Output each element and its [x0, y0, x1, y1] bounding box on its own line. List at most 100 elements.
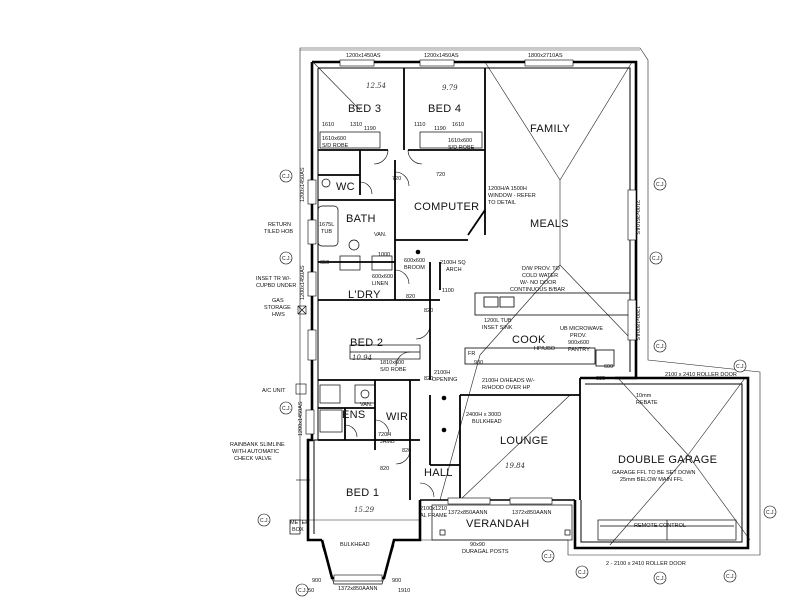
room-family: FAMILY	[530, 123, 570, 135]
svg-text:BULKHEAD: BULKHEAD	[340, 542, 370, 548]
cj-marker: C.J.	[541, 549, 555, 563]
svg-text:C.J.: C.J.	[544, 554, 553, 560]
windows	[305, 59, 637, 582]
svg-text:PROV.: PROV.	[570, 333, 587, 339]
svg-text:FR: FR	[468, 351, 475, 357]
svg-text:LINEN: LINEN	[372, 281, 388, 287]
svg-text:S/D ROBE: S/D ROBE	[380, 367, 407, 373]
robes	[319, 131, 483, 360]
svg-text:1200x1450AS: 1200x1450AS	[300, 167, 306, 202]
svg-text:900: 900	[392, 578, 401, 584]
svg-text:METER: METER	[290, 520, 309, 526]
svg-text:2400H x 300D: 2400H x 300D	[466, 412, 501, 418]
svg-text:RETURN: RETURN	[268, 222, 291, 228]
svg-text:1610x600: 1610x600	[322, 136, 346, 142]
door-swings	[344, 149, 435, 498]
cj-marker: C.J.	[295, 583, 309, 597]
room-bed3: BED 3	[348, 103, 381, 115]
roof-lines	[299, 47, 761, 556]
svg-text:900: 900	[312, 578, 321, 584]
top-dimensions: 1200x1450AS 1200x1450AS 1800x2710AS	[300, 49, 640, 59]
svg-text:S/D ROBE: S/D ROBE	[322, 143, 349, 149]
svg-text:1800x2710AS: 1800x2710AS	[528, 53, 563, 59]
svg-text:1372x850AANN: 1372x850AANN	[448, 510, 487, 516]
svg-text:HWS: HWS	[272, 312, 285, 318]
svg-text:C.J.: C.J.	[726, 574, 735, 580]
svg-text:835: 835	[596, 376, 605, 382]
svg-text:19.84: 19.84	[505, 462, 525, 470]
room-wir: WIR	[386, 411, 408, 423]
svg-text:600x600: 600x600	[372, 274, 393, 280]
bath-fixtures	[317, 178, 393, 433]
svg-text:PANTRY: PANTRY	[568, 347, 590, 353]
svg-text:1200x1450AS: 1200x1450AS	[298, 401, 304, 436]
svg-text:9.79: 9.79	[442, 84, 458, 92]
svg-text:REBATE: REBATE	[636, 400, 658, 406]
svg-text:A/C UNIT: A/C UNIT	[262, 388, 286, 394]
svg-text:2100H O/HEADS W/-: 2100H O/HEADS W/-	[482, 378, 535, 384]
svg-text:REMOTE CONTROL: REMOTE CONTROL	[634, 523, 686, 529]
cj-marker: C.J.	[649, 251, 663, 265]
svg-text:R/HOOD OVER HP: R/HOOD OVER HP	[482, 385, 531, 391]
svg-text:C.J.: C.J.	[578, 570, 587, 576]
cj-marker: C.J.	[653, 571, 667, 585]
room-double-garage: DOUBLE GARAGE	[618, 454, 717, 466]
svg-text:720: 720	[392, 176, 401, 182]
svg-text:1200x1450AS: 1200x1450AS	[300, 265, 306, 300]
handwritten-areas: 12.54 9.79 10.94 15.29 19.84	[352, 82, 525, 514]
internal-walls	[318, 68, 581, 500]
svg-text:820: 820	[402, 448, 411, 454]
svg-text:1000: 1000	[378, 252, 390, 258]
svg-text:1372x850AANN: 1372x850AANN	[512, 510, 551, 516]
svg-text:820: 820	[424, 376, 433, 382]
room-verandah: VERANDAH	[466, 518, 530, 530]
svg-text:CUPBD UNDER: CUPBD UNDER	[256, 283, 296, 289]
svg-text:1190: 1190	[364, 126, 376, 132]
svg-text:820: 820	[406, 294, 415, 300]
cj-marker: C.J.	[733, 359, 747, 373]
svg-text:C.J.: C.J.	[656, 182, 665, 188]
svg-text:WITH AUTOMATIC: WITH AUTOMATIC	[232, 449, 279, 455]
svg-text:CHECK VALVE: CHECK VALVE	[234, 456, 272, 462]
room-ens: ENS	[342, 409, 366, 421]
room-lounge: LOUNGE	[500, 435, 548, 447]
svg-text:820: 820	[424, 308, 433, 314]
svg-text:S/D ROBE: S/D ROBE	[448, 145, 475, 151]
svg-text:INSET TR W/-: INSET TR W/-	[256, 276, 291, 282]
svg-text:COLD WATER: COLD WATER	[522, 273, 558, 279]
svg-text:1200x1800AS: 1200x1800AS	[634, 306, 640, 341]
svg-text:HP/UBO: HP/UBO	[534, 346, 556, 352]
svg-text:15.29: 15.29	[354, 506, 375, 514]
cj-marker: C.J.	[279, 251, 293, 265]
svg-text:W/- NO DOOR: W/- NO DOOR	[520, 280, 556, 286]
cj-marker: C.J.	[279, 401, 293, 415]
cj-marker: C.J.	[279, 169, 293, 183]
svg-text:OPENING: OPENING	[432, 377, 457, 383]
svg-text:C.J.: C.J.	[656, 576, 665, 582]
svg-text:VAN.: VAN.	[374, 232, 387, 238]
svg-text:C.J.: C.J.	[652, 256, 661, 262]
svg-text:2100x1210: 2100x1210	[420, 506, 447, 512]
svg-text:1110: 1110	[414, 122, 425, 128]
room-bed1: BED 1	[346, 487, 379, 499]
svg-text:1675L: 1675L	[319, 222, 334, 228]
svg-text:GARAGE FFL TO BE SET DOWN: GARAGE FFL TO BE SET DOWN	[612, 470, 696, 476]
garage-doors	[597, 519, 737, 541]
verandah-structure	[431, 504, 573, 541]
svg-text:STORAGE: STORAGE	[264, 305, 291, 311]
room-bed2: BED 2	[350, 337, 383, 349]
svg-text:900: 900	[474, 360, 483, 366]
svg-text:C.J.: C.J.	[282, 174, 291, 180]
svg-text:1372x850AANN: 1372x850AANN	[338, 586, 377, 592]
svg-text:C.J.: C.J.	[282, 406, 291, 412]
svg-text:1810x600: 1810x600	[380, 360, 404, 366]
svg-text:10.94: 10.94	[352, 354, 372, 362]
svg-text:2100H: 2100H	[434, 370, 450, 376]
svg-text:1610: 1610	[452, 122, 464, 128]
cj-marker: C.J.	[257, 513, 271, 527]
svg-text:1190: 1190	[434, 126, 446, 132]
room-computer: COMPUTER	[414, 201, 479, 213]
svg-text:10mm: 10mm	[636, 393, 652, 399]
svg-text:2100H SQ: 2100H SQ	[440, 260, 466, 266]
